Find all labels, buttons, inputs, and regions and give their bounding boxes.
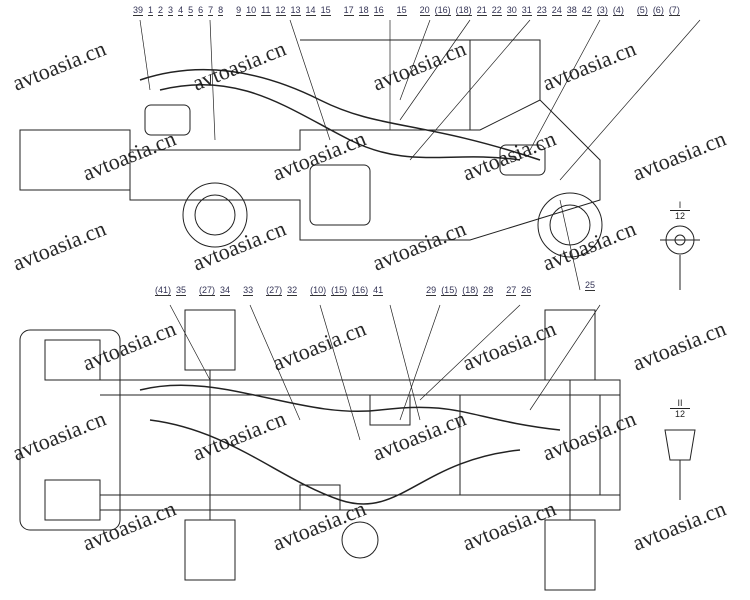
front-axle-left-wheel bbox=[184, 309, 236, 371]
callout-20: 20 bbox=[419, 5, 430, 16]
callout-3: 3 bbox=[168, 5, 174, 16]
callout-group-m: 27 26 bbox=[506, 285, 532, 296]
callout-p3: (3) bbox=[596, 5, 608, 16]
callout-8: 8 bbox=[218, 5, 224, 16]
callout-group-j: (27) 32 bbox=[266, 285, 298, 296]
callout-group-k: (10) (15) (16) 41 bbox=[310, 285, 384, 296]
callout-group-l: 29 (15) (18) 28 bbox=[426, 285, 494, 296]
callout-p27: (27) bbox=[199, 285, 216, 296]
callout-group-i: 33 bbox=[243, 285, 254, 296]
callout-group-h: (27) 34 bbox=[199, 285, 231, 296]
view-2-scale: 12 bbox=[674, 409, 685, 419]
callout-group-e: 20 (16) (18) 21 22 30 31 23 24 38 42 (3)… bbox=[419, 5, 624, 16]
callout-22: 22 bbox=[491, 5, 502, 16]
front-wheel bbox=[182, 182, 248, 248]
callout-38: 38 bbox=[566, 5, 577, 16]
callout-9: 9 bbox=[236, 5, 242, 16]
callout-p4: (4) bbox=[612, 5, 624, 16]
callout-p6: (6) bbox=[652, 5, 664, 16]
plan-reservoir bbox=[341, 521, 379, 559]
callout-7: 7 bbox=[208, 5, 214, 16]
bottom-callout-row: (41) 35 (27) 34 33 (27) 32 (10) (15) (16… bbox=[155, 285, 539, 296]
callout-29: 29 bbox=[426, 285, 437, 296]
callout-27: 27 bbox=[506, 285, 517, 296]
callout-31: 31 bbox=[521, 5, 532, 16]
rear-axle bbox=[459, 394, 601, 496]
callout-p5: (5) bbox=[636, 5, 648, 16]
air-reservoir bbox=[309, 164, 371, 226]
callout-group-a: 39 1 2 3 4 5 6 7 8 bbox=[133, 5, 224, 16]
side-view bbox=[19, 39, 603, 258]
callout-13: 13 bbox=[290, 5, 301, 16]
callout-12: 12 bbox=[275, 5, 286, 16]
callout-21: 21 bbox=[476, 5, 487, 16]
callout-18: 18 bbox=[358, 5, 369, 16]
view-1-numeral: I bbox=[670, 200, 690, 211]
callout-2: 2 bbox=[158, 5, 164, 16]
callout-14: 14 bbox=[305, 5, 316, 16]
callout-5: 5 bbox=[188, 5, 194, 16]
view-2-label: II 12 bbox=[670, 398, 690, 419]
callout-15b: 15 bbox=[396, 5, 407, 16]
callout-25: 25 bbox=[585, 280, 596, 291]
callout-group-g: (41) 35 bbox=[155, 285, 187, 296]
callout-23: 23 bbox=[536, 5, 547, 16]
callout-35: 35 bbox=[176, 285, 187, 296]
callout-4: 4 bbox=[178, 5, 184, 16]
callout-17: 17 bbox=[343, 5, 354, 16]
cab bbox=[19, 329, 121, 531]
top-callout-row: 39 1 2 3 4 5 6 7 8 9 10 11 12 13 14 15 1… bbox=[133, 5, 688, 16]
detail-views bbox=[660, 225, 700, 500]
callout-24: 24 bbox=[551, 5, 562, 16]
callout-p41: (41) bbox=[155, 285, 172, 296]
callout-p27b: (27) bbox=[266, 285, 283, 296]
callout-group-f: (5) (6) (7) bbox=[636, 5, 680, 16]
callout-p15b: (15) bbox=[441, 285, 458, 296]
callout-group-c: 17 18 16 bbox=[343, 5, 384, 16]
view-1-scale: 12 bbox=[674, 211, 685, 221]
callout-p18b: (18) bbox=[462, 285, 479, 296]
callout-39: 39 bbox=[133, 5, 144, 16]
callout-group-b: 9 10 11 12 13 14 15 bbox=[236, 5, 331, 16]
leader-lines bbox=[139, 19, 701, 441]
brake-chamber bbox=[499, 144, 546, 176]
callout-28: 28 bbox=[483, 285, 494, 296]
callout-32: 32 bbox=[287, 285, 298, 296]
callout-6: 6 bbox=[198, 5, 204, 16]
callout-1: 1 bbox=[148, 5, 154, 16]
callout-p7: (7) bbox=[668, 5, 680, 16]
callout-group-d: 15 bbox=[396, 5, 407, 16]
callout-11: 11 bbox=[261, 5, 271, 16]
callout-42: 42 bbox=[581, 5, 592, 16]
view-2-numeral: II bbox=[670, 398, 690, 409]
callout-34: 34 bbox=[220, 285, 231, 296]
callout-p16: (16) bbox=[434, 5, 451, 16]
rear-wheel bbox=[537, 192, 603, 258]
callout-30: 30 bbox=[506, 5, 517, 16]
callout-p10: (10) bbox=[310, 285, 327, 296]
callout-16: 16 bbox=[373, 5, 384, 16]
callout-p18: (18) bbox=[455, 5, 472, 16]
view-1-label: I 12 bbox=[670, 200, 690, 221]
callout-10: 10 bbox=[246, 5, 257, 16]
callout-41: 41 bbox=[373, 285, 384, 296]
callout-33: 33 bbox=[243, 285, 254, 296]
callout-26: 26 bbox=[521, 285, 532, 296]
plan-view bbox=[19, 309, 621, 591]
callout-p15: (15) bbox=[331, 285, 348, 296]
callout-15: 15 bbox=[320, 5, 331, 16]
callout-p16b: (16) bbox=[352, 285, 369, 296]
